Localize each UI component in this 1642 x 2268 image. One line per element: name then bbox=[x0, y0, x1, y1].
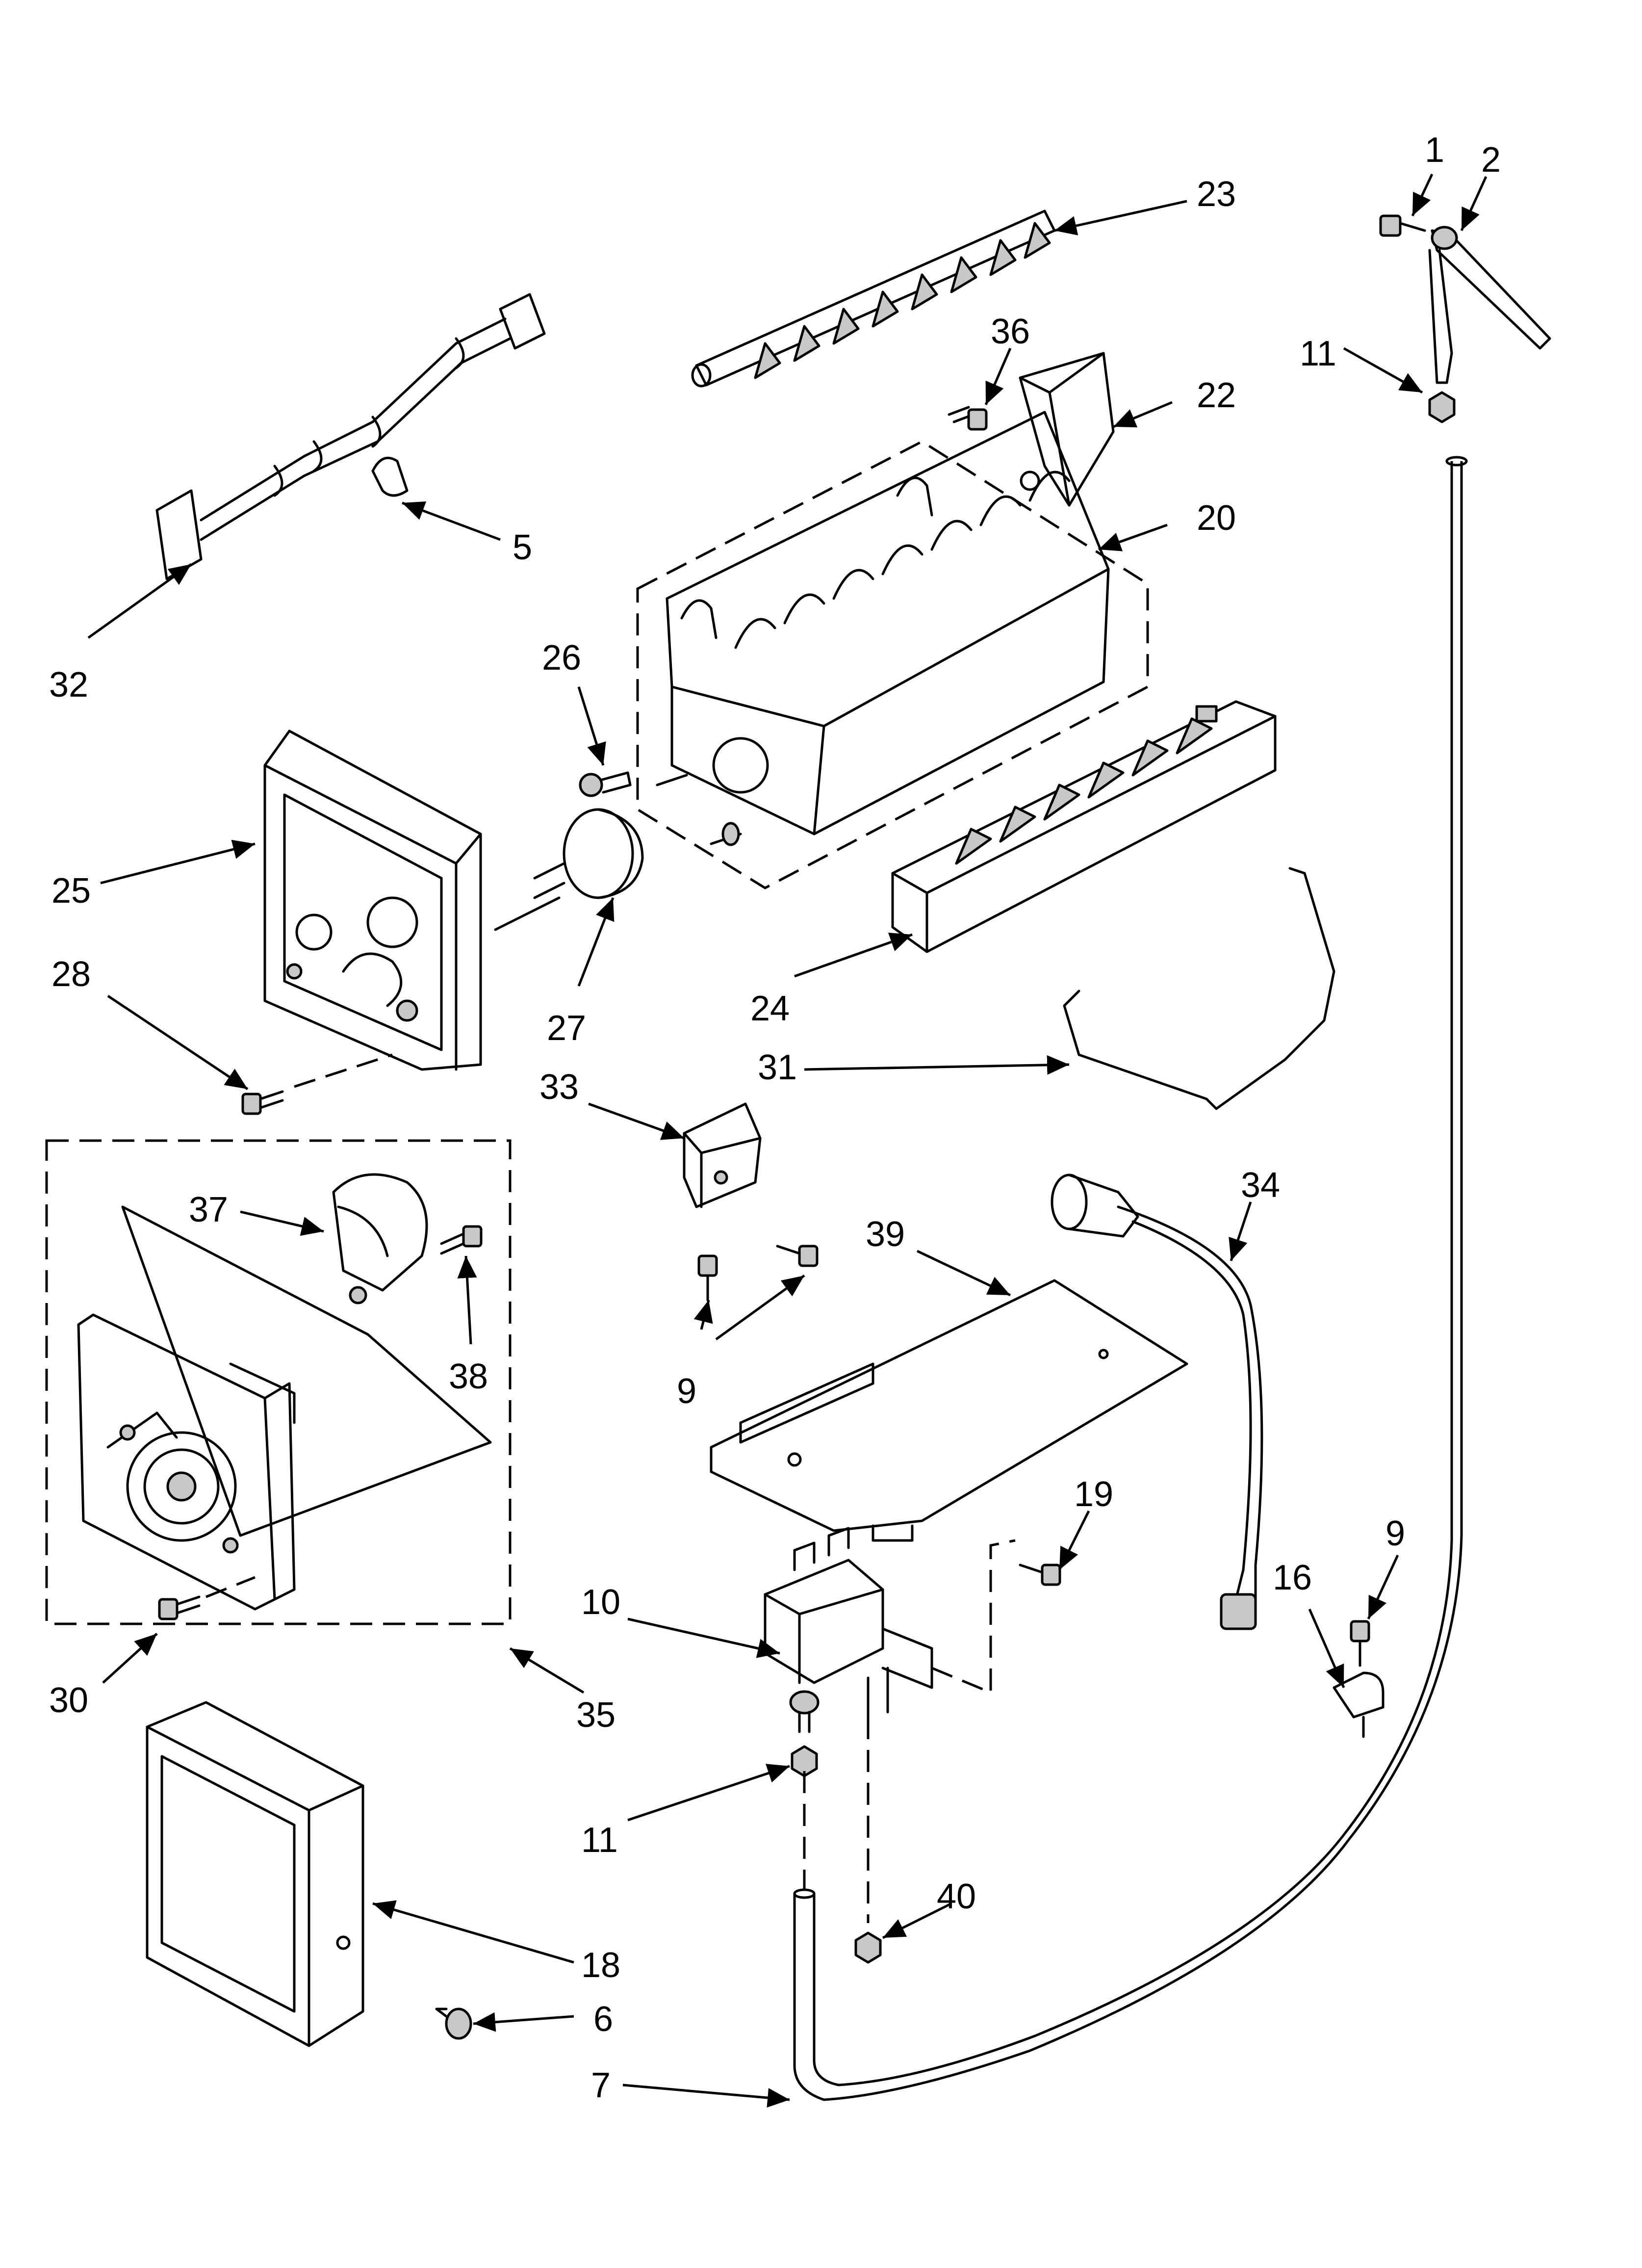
callout-23: 23 bbox=[1197, 175, 1236, 214]
callout-37: 37 bbox=[189, 1190, 228, 1229]
screw-part-19 bbox=[1019, 1564, 1061, 1586]
callout-32: 32 bbox=[49, 665, 88, 704]
leader-lines bbox=[87, 173, 1488, 2108]
screw-part-30 bbox=[158, 1576, 256, 1620]
callout-38: 38 bbox=[449, 1357, 488, 1396]
bracket-part-33 bbox=[683, 1102, 762, 1208]
screw-part-28 bbox=[241, 1053, 393, 1115]
callout-30: 30 bbox=[49, 1681, 88, 1720]
fitting-part-26 bbox=[579, 771, 632, 797]
clamp-part-16 bbox=[1333, 1671, 1385, 1738]
cover-part-22 bbox=[1019, 352, 1115, 507]
water-valve-part-10 bbox=[764, 1527, 1016, 1733]
callout-34: 34 bbox=[1241, 1166, 1280, 1205]
nut-part-11-lower bbox=[791, 1745, 818, 1777]
callout-26: 26 bbox=[542, 638, 581, 678]
plug-part-6 bbox=[435, 2007, 472, 2040]
shutoff-arm-part-31 bbox=[1063, 867, 1335, 1110]
screw-part-38 bbox=[440, 1225, 483, 1255]
nut-part-11-upper bbox=[1428, 391, 1468, 467]
callout-11-upper: 11 bbox=[1300, 334, 1336, 373]
callout-6: 6 bbox=[593, 2000, 613, 2039]
ice-mold-part-20 bbox=[636, 411, 1149, 889]
callout-10: 10 bbox=[581, 1583, 620, 1622]
callout-5: 5 bbox=[513, 528, 532, 567]
callout-24: 24 bbox=[750, 989, 790, 1028]
mounting-plate-part-39 bbox=[710, 1279, 1188, 1542]
wire-harness-part-32 bbox=[155, 293, 546, 580]
callout-11-lower: 11 bbox=[581, 1821, 618, 1860]
callout-31: 31 bbox=[758, 1048, 797, 1087]
callout-7: 7 bbox=[591, 2066, 611, 2105]
callout-25: 25 bbox=[51, 871, 91, 911]
housing-part-25 bbox=[263, 730, 561, 1071]
callout-2: 2 bbox=[1481, 140, 1501, 180]
fill-tube-part-34 bbox=[1051, 1173, 1263, 1630]
callout-labels: 1 2 23 36 22 11 20 5 32 26 25 27 28 24 3… bbox=[49, 130, 1501, 2105]
stripper-part-24 bbox=[891, 700, 1277, 953]
screw-part-36 bbox=[948, 406, 988, 431]
water-tube-part-7 bbox=[793, 461, 1463, 2101]
callout-33: 33 bbox=[539, 1068, 579, 1107]
motor-module-plate bbox=[77, 1313, 296, 1611]
screws-part-9 bbox=[697, 1245, 819, 1302]
clip-part-5 bbox=[371, 456, 409, 497]
ejector-shaft-part-23 bbox=[691, 209, 1056, 388]
callout-28: 28 bbox=[51, 955, 91, 994]
callout-19: 19 bbox=[1074, 1475, 1113, 1514]
callout-9-right: 9 bbox=[1385, 1514, 1405, 1553]
nut-part-40 bbox=[854, 1717, 882, 1964]
motor-part-37 bbox=[332, 1173, 428, 1304]
thermostat-part-27 bbox=[533, 808, 644, 899]
callout-9-left: 9 bbox=[677, 1372, 696, 1411]
callout-20: 20 bbox=[1197, 498, 1236, 538]
callout-36: 36 bbox=[991, 312, 1030, 351]
callout-35: 35 bbox=[576, 1695, 616, 1735]
callout-18: 18 bbox=[581, 1946, 620, 1985]
callout-27: 27 bbox=[547, 1009, 586, 1048]
motor-assembly-part-35 bbox=[45, 1139, 512, 1625]
callout-39: 39 bbox=[866, 1215, 905, 1254]
callout-40: 40 bbox=[937, 1877, 976, 1916]
inlet-fitting-parts-1-2 bbox=[1379, 214, 1551, 384]
cover-part-18 bbox=[146, 1701, 364, 2047]
screw-part-9-right bbox=[1350, 1620, 1370, 1667]
callout-1: 1 bbox=[1425, 130, 1444, 170]
callout-16: 16 bbox=[1273, 1558, 1312, 1597]
callout-22: 22 bbox=[1197, 376, 1236, 415]
